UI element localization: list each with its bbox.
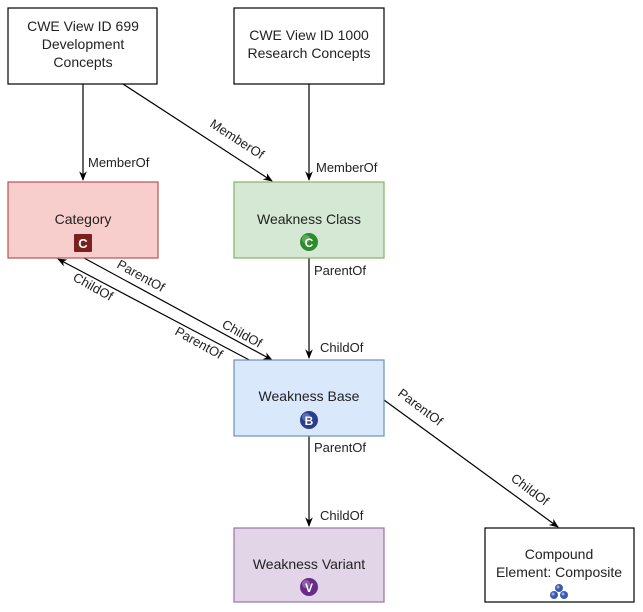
class-icon-letter: C: [305, 236, 314, 250]
node-compound-element[interactable]: Compound Element: Composite: [484, 527, 635, 603]
category-icon-letter: C: [78, 236, 88, 251]
node-label-line: Development: [42, 36, 125, 52]
node-label-line: Element: Composite: [496, 564, 622, 580]
variant-icon-letter: V: [305, 581, 313, 595]
edge-label-childof: ChildOf: [508, 470, 552, 508]
edge-base-to-category: ChildOf ParentOf: [57, 258, 256, 364]
edge-label-childof: ChildOf: [320, 508, 364, 523]
node-weakness-base[interactable]: Weakness Base B: [233, 359, 385, 437]
edge-base-compound: ParentOf ChildOf: [383, 385, 559, 528]
edge-label-childof: ChildOf: [220, 317, 266, 351]
category-icon: C: [74, 234, 92, 252]
node-cwe-view-1000[interactable]: CWE View ID 1000 Research Concepts: [233, 7, 385, 85]
node-label: Weakness Class: [257, 211, 361, 227]
edge-base-variant: ParentOf ChildOf: [305, 436, 366, 527]
node-label-line: Concepts: [53, 54, 112, 70]
edge-label-parentof: ParentOf: [395, 385, 446, 429]
node-label: Weakness Variant: [253, 556, 365, 572]
edge-view1000-weakness-class: MemberOf: [305, 84, 378, 181]
base-icon: B: [300, 411, 318, 429]
node-label: Category: [55, 211, 112, 227]
node-label-line: Compound: [525, 546, 594, 562]
node-weakness-class[interactable]: Weakness Class C: [233, 181, 385, 259]
composite-icon: [550, 584, 568, 599]
class-icon: C: [300, 233, 318, 251]
node-label-line: CWE View ID 699: [27, 18, 139, 34]
node-cwe-view-699[interactable]: CWE View ID 699 Development Concepts: [7, 7, 158, 85]
edge-weakness-class-base: ParentOf ChildOf: [305, 258, 366, 359]
edge-label-parentof: ParentOf: [314, 263, 366, 278]
base-icon-letter: B: [305, 414, 314, 428]
edge-label-parentof: ParentOf: [314, 440, 366, 455]
edge-category-to-base: ParentOf ChildOf: [83, 257, 273, 361]
edge-label-childof: ChildOf: [71, 270, 117, 304]
edge-label-memberof: MemberOf: [316, 160, 378, 175]
node-label: Weakness Base: [259, 388, 360, 404]
edge-view699-category: MemberOf: [79, 84, 150, 181]
node-label-line: CWE View ID 1000: [249, 27, 369, 43]
node-label-line: Research Concepts: [248, 45, 371, 61]
variant-icon: V: [300, 578, 318, 596]
edge-label-memberof: MemberOf: [207, 116, 267, 162]
edge-label-childof: ChildOf: [320, 340, 364, 355]
node-category[interactable]: Category C: [7, 181, 159, 259]
edge-label-memberof: MemberOf: [88, 155, 150, 170]
node-weakness-variant[interactable]: Weakness Variant V: [233, 527, 385, 603]
